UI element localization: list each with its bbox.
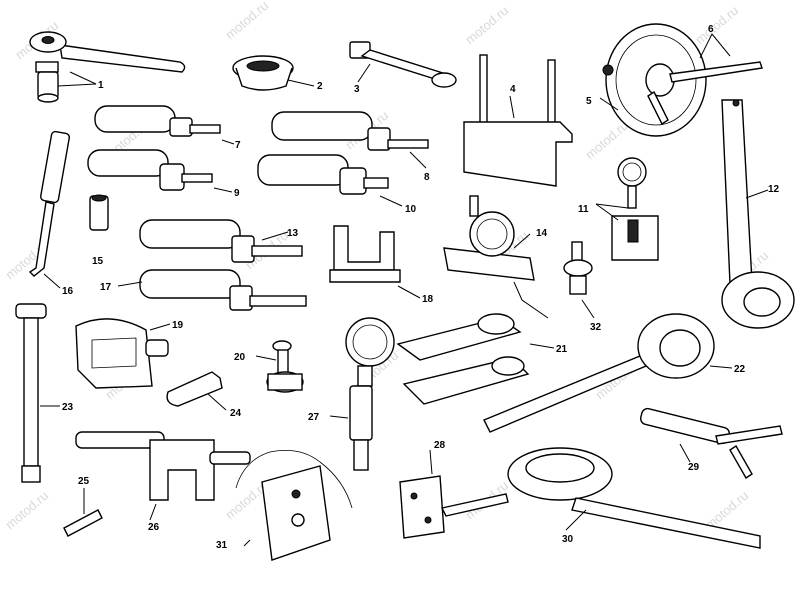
tool-30-clutch-holder	[507, 447, 761, 549]
callout-13: 13	[287, 228, 299, 239]
tool-16-hook-wrench	[28, 130, 71, 289]
callout-21: 21	[556, 344, 568, 355]
tool-15-small-socket	[89, 194, 109, 231]
watermark: motod.ru	[692, 3, 741, 47]
watermark: motod.ru	[222, 0, 271, 42]
tool-14-dial-gauge-holder	[443, 195, 549, 319]
callout-6: 6	[708, 24, 714, 35]
tool-31-box-tester	[235, 449, 353, 561]
tool-20-knob-tool	[255, 340, 304, 393]
tool-6-wheel-handle	[647, 33, 763, 126]
callout-7: 7	[235, 140, 241, 151]
tool-25-pin-tool	[63, 488, 103, 537]
tool-21-plates	[396, 313, 555, 405]
tool-26-clamp-press	[75, 431, 251, 521]
watermark: motod.ru	[462, 3, 511, 47]
tool-9-drift	[87, 149, 233, 193]
watermark: motod.ru	[2, 488, 51, 532]
callout-9: 9	[234, 188, 240, 199]
tool-8-drift	[271, 111, 429, 169]
callout-19: 19	[172, 320, 184, 331]
tool-12-ring-spanner	[721, 99, 795, 329]
tool-23-long-shaft	[15, 303, 60, 483]
tool-22-large-spanner	[483, 313, 733, 433]
tool-1-socket-wrench	[29, 31, 186, 103]
callout-27: 27	[308, 412, 320, 423]
callout-22: 22	[734, 364, 746, 375]
tool-17-drift	[117, 269, 307, 311]
callout-31: 31	[216, 540, 228, 551]
tool-29-t-handle-puller	[639, 407, 783, 479]
callout-24: 24	[230, 408, 242, 419]
callout-29: 29	[688, 462, 700, 473]
tool-4-block-fixture	[463, 54, 573, 187]
callout-3: 3	[354, 84, 360, 95]
callout-2: 2	[317, 81, 323, 92]
callout-18: 18	[422, 294, 434, 305]
tool-11-dial-gauge-stand	[595, 157, 659, 261]
tool-3-offset-spanner	[349, 41, 457, 88]
callout-12: 12	[768, 184, 780, 195]
watermark: motod.ru	[582, 118, 631, 162]
callout-17: 17	[100, 282, 112, 293]
callout-30: 30	[562, 534, 574, 545]
callout-5: 5	[586, 96, 592, 107]
callout-32: 32	[590, 322, 602, 333]
tool-27-bore-gauge	[329, 317, 395, 471]
callout-8: 8	[424, 172, 430, 183]
callout-26: 26	[148, 522, 160, 533]
callout-1: 1	[98, 80, 104, 91]
tool-32-small-puller	[563, 241, 595, 319]
callout-16: 16	[62, 286, 74, 297]
tool-28-flange-tool	[399, 449, 509, 539]
tool-10-drift	[257, 154, 403, 207]
tool-18-u-fixture	[329, 225, 421, 299]
tool-24-tapered-plug	[166, 371, 227, 411]
callout-11: 11	[578, 204, 589, 215]
callout-14: 14	[536, 228, 548, 239]
callout-20: 20	[234, 352, 246, 363]
callout-28: 28	[434, 440, 446, 451]
tool-7-drift	[94, 105, 235, 145]
tool-2-ring-nut-tool	[232, 55, 315, 91]
tool-19-gauge-meter	[75, 318, 171, 389]
callout-15: 15	[92, 256, 104, 267]
tool-13-drift	[139, 219, 303, 263]
callout-4: 4	[510, 84, 516, 95]
callout-25: 25	[78, 476, 90, 487]
callout-10: 10	[405, 204, 417, 215]
callout-23: 23	[62, 402, 74, 413]
tool-5-degree-wheel	[599, 23, 707, 137]
